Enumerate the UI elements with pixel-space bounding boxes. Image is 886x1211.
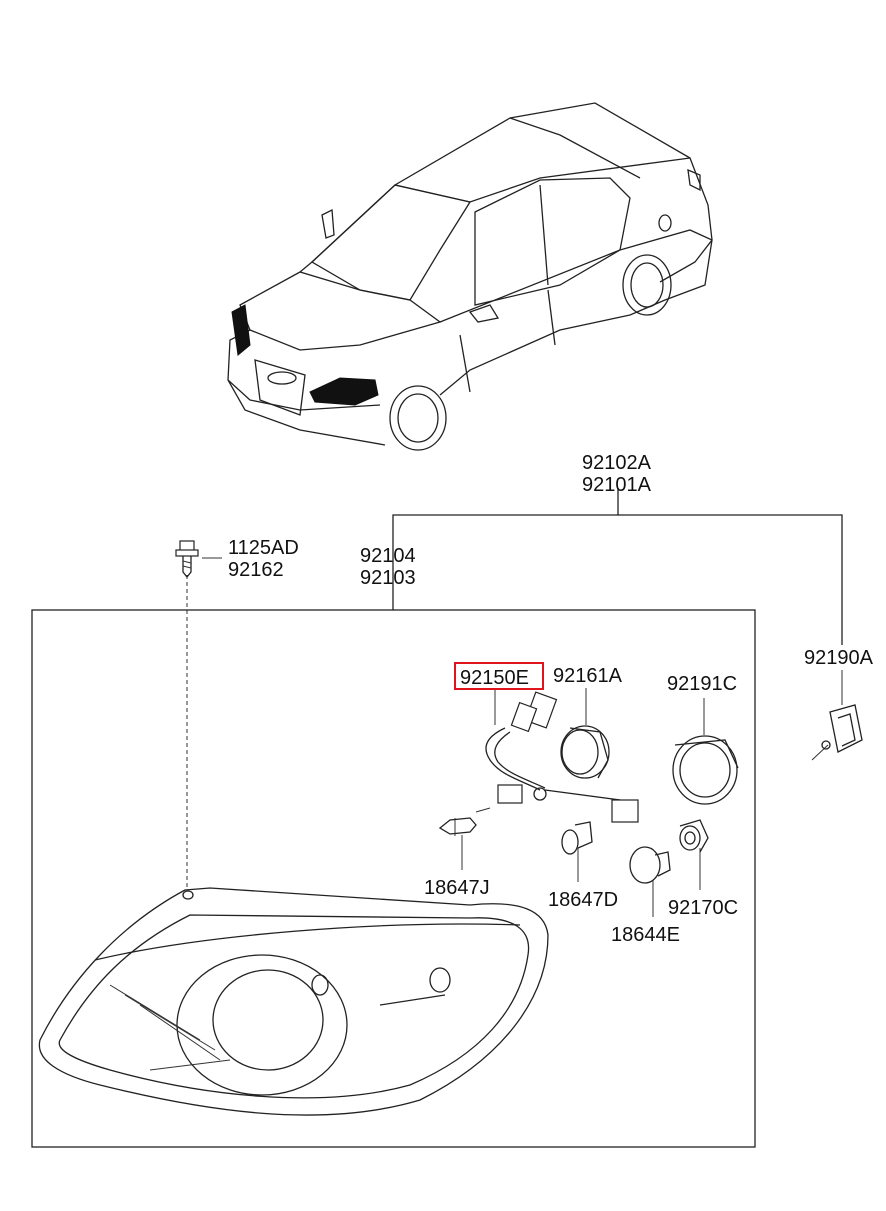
label-18647J: 18647J [424,877,490,899]
lamp-housing-frame [31,609,756,1148]
screw-icon [175,540,199,579]
label-92101A: 92101A [582,474,652,496]
label-18644E: 18644E [611,924,680,946]
label-92161A: 92161A [553,665,623,687]
bulb-h7-icon [438,807,491,836]
leader-lines [186,488,843,917]
bulb-cap-low-icon [560,725,610,779]
label-92190A: 92190A [804,647,874,669]
actuator-icon [811,704,863,761]
label-92162: 92162 [228,559,284,581]
bulb-turn-icon [629,846,671,884]
label-18647D: 18647D [548,889,618,911]
label-92102A: 92102A [582,452,652,474]
label-1125AD: 1125AD [228,537,299,559]
highlight-box [454,662,544,690]
socket-icon [679,819,709,853]
bulb-h1-icon [561,821,593,855]
vehicle-illustration [227,102,713,451]
headlamp-icon [38,887,549,1116]
part-labels: 92102A 92101A 92104 92103 1125AD 92162 9… [228,452,874,946]
label-92103: 92103 [360,567,416,589]
label-92191C: 92191C [667,673,737,695]
label-92150E: 92150E [460,667,529,689]
label-92170C: 92170C [668,897,738,919]
label-92104: 92104 [360,545,416,567]
wiring-harness-icon [485,691,639,823]
bulb-cap-high-icon [672,735,739,805]
